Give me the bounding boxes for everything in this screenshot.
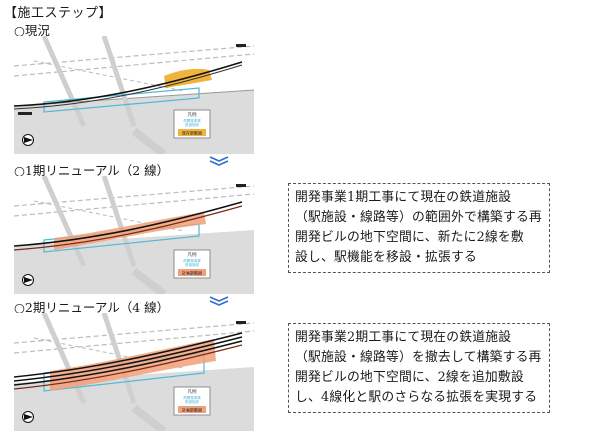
description-line: 開発ビルの地下空間に、新たに2線を敷 [295,230,524,245]
legend-title: 凡例 [188,251,197,258]
chevron-down-icon [209,296,229,306]
legend-item-railway: 鉄道施設 [185,399,199,404]
step-label-phase1: ○1期リニューアル（2 線） [14,163,170,178]
step-label-phase2: ○2期リニューアル（4 線） [14,300,170,315]
north-arrow-icon [22,274,34,286]
description-line: 開発ビルの地下空間に、2線を追加敷設 [295,370,524,385]
description-line: 開発事業1期工事にて現在の鉄道施設 [295,190,512,205]
description-phase1: 開発事業1期工事にて現在の鉄道施設 （駅施設・線路等）の範囲外で構築する再 開発… [288,183,550,273]
map-current: 凡例 再開発事業 鉄道施設 既存駅範囲 [14,36,254,154]
north-arrow-icon [22,411,34,423]
legend-item-railway: 鉄道施設 [185,122,199,127]
legend-item-railway: 鉄道施設 [185,262,199,267]
legend-item-redevelopment: 再開発事業 [183,395,201,400]
description-line: 設し、駅機能を移設・拡張する [295,250,477,265]
legend-title: 凡例 [188,111,197,118]
description-phase2: 開発事業2期工事にて現在の鉄道施設 （駅施設・線路等）を撤去して構築する再 開発… [288,323,550,413]
north-arrow-icon [22,134,34,146]
legend-key: 計画駅範囲 [182,407,202,413]
legend-item-redevelopment: 再開発事業 [183,258,201,263]
step-label-current: ○現況 [14,23,50,38]
description-line: （駅施設・線路等）を撤去して構築する再 [295,350,542,365]
legend-key: 計画駅範囲 [182,270,202,276]
section-title: 【施工ステップ】 [4,6,113,21]
legend-item-redevelopment: 再開発事業 [183,118,201,123]
description-line: し、4線化と駅のさらなる拡張を実現する [295,390,538,405]
description-line: 開発事業2期工事にて現在の鉄道施設 [295,330,512,345]
chevron-down-icon [209,156,229,166]
map-phase1: 凡例 再開発事業 鉄道施設 計画駅範囲 [14,176,254,294]
legend-title: 凡例 [188,388,197,395]
map-phase2: 凡例 再開発事業 鉄道施設 計画駅範囲 [14,313,254,431]
legend-key: 既存駅範囲 [182,130,202,136]
description-line: （駅施設・線路等）の範囲外で構築する再 [295,210,542,225]
